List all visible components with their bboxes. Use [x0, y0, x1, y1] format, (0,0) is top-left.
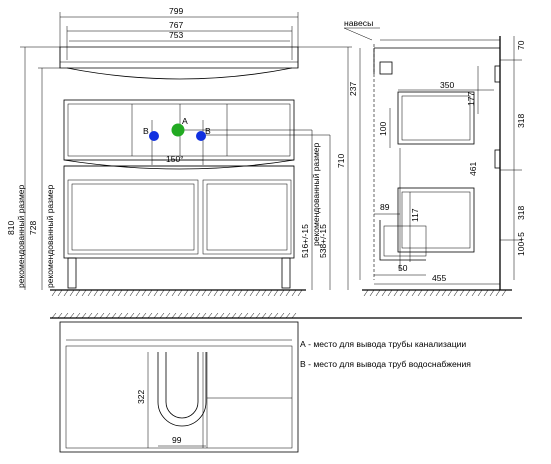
dim-350: 350	[440, 80, 454, 90]
dim-177: 177	[466, 92, 476, 106]
legend-b: В - место для вывода труб водоснабжения	[300, 359, 471, 369]
dim-237: 237	[348, 82, 358, 96]
rec-size-label-left-2: рекомендованный размер	[45, 184, 55, 288]
dim-water-height: 516+/-15	[300, 224, 310, 258]
point-b-label-left: B	[143, 126, 149, 136]
dim-width-753: 753	[169, 30, 183, 40]
dim-100-5: 100+5	[516, 232, 526, 256]
water-point-marker-left	[149, 131, 159, 141]
legend: А - место для вывода трубы канализации В…	[300, 339, 471, 369]
point-a-label: A	[182, 116, 188, 126]
side-view: навесы 237 100 461 117 350 177	[343, 18, 526, 297]
rec-size-label-right: рекомендованный размер	[311, 142, 321, 246]
dim-width-799: 799	[169, 6, 183, 16]
top-view: 322 99	[50, 312, 522, 453]
dim-99: 99	[172, 435, 182, 445]
drain-point-marker	[171, 123, 185, 137]
point-b-label-right: B	[205, 126, 211, 136]
hinges-label: навесы	[344, 18, 373, 28]
dim-height-728: 728	[28, 221, 38, 235]
front-view: 799 767 753 810 728 рек	[6, 6, 352, 297]
dim-461: 461	[468, 162, 478, 176]
dim-width-767: 767	[169, 20, 183, 30]
dim-drain-height: 538+/-15	[318, 224, 328, 258]
legend-a: А - место для вывода трубы канализации	[300, 339, 466, 349]
dim-322: 322	[136, 390, 146, 404]
dim-height-810: 810	[6, 221, 16, 235]
dim-318-bottom: 318	[516, 206, 526, 220]
dim-100: 100	[378, 122, 388, 136]
rec-size-label-left-1: рекомендованный размер	[16, 184, 26, 288]
dim-50: 50	[398, 263, 408, 273]
dim-70: 70	[516, 40, 526, 50]
dim-pipe-spacing: 150°	[166, 154, 184, 164]
dim-89: 89	[380, 202, 390, 212]
water-point-marker-right	[196, 131, 206, 141]
dim-318-top: 318	[516, 114, 526, 128]
dim-455: 455	[432, 273, 446, 283]
dim-height-710: 710	[336, 154, 346, 168]
dim-117: 117	[410, 208, 420, 222]
